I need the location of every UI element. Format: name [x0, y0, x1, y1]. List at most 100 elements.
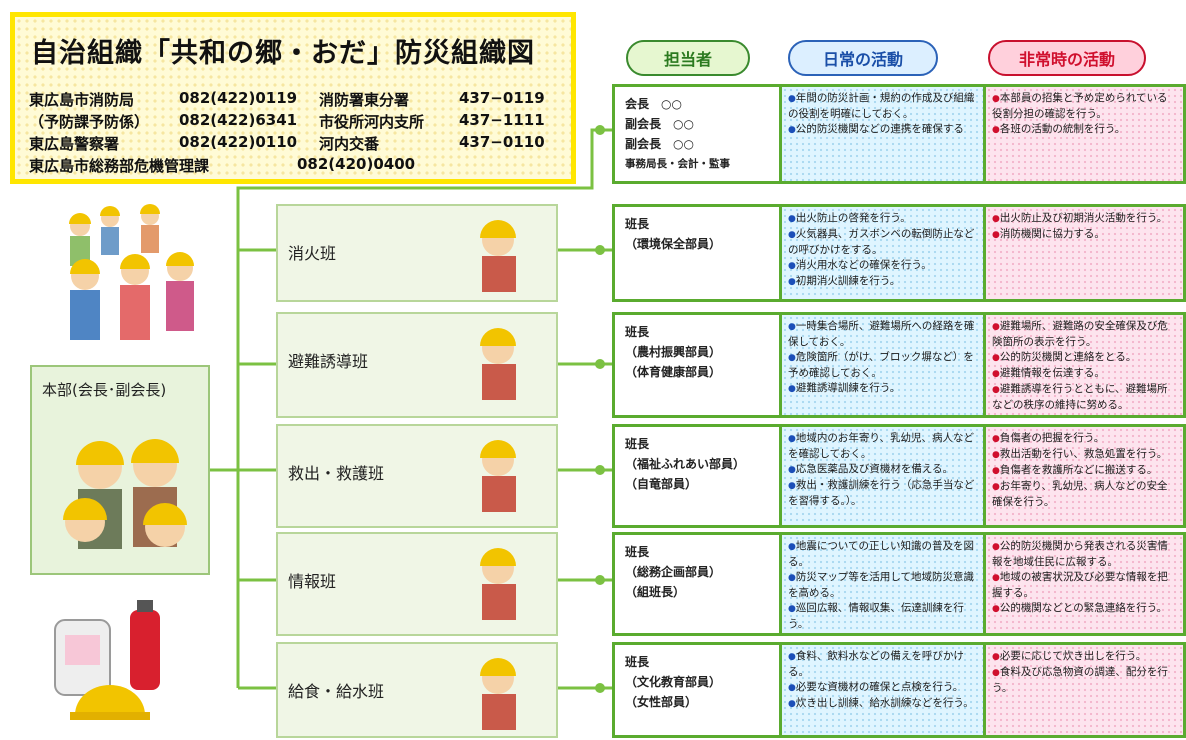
activity-text: 地域の被害状況及び必要な情報を把握する。 — [992, 571, 1168, 599]
activity-item: ●地域内のお年寄り、乳幼児、病人などを確認しておく。 — [788, 431, 977, 462]
header-person: 担当者 — [626, 40, 750, 76]
person-entry: （女性部員） — [625, 695, 698, 709]
person-entry: 班長 — [625, 545, 650, 559]
activity-item: ●消火用水などの確保を行う。 — [788, 258, 977, 274]
activity-text: 公的防災機関などの連携を確保する — [795, 123, 964, 135]
activity-text: 救出・救護訓練を行う（応急手当などを習得する。）。 — [788, 479, 975, 507]
person-entry: （文化教育部員） — [625, 675, 722, 689]
activity-item: ●炊き出し訓練、給水訓練などを行う。 — [788, 696, 977, 712]
bullet-icon: ● — [992, 385, 1000, 395]
activity-text: 必要に応じて炊き出しを行う。 — [999, 650, 1147, 662]
team-daily-cell: ●一時集合場所、避難場所への経路を確保しておく。●危険箇所（がけ、ブロック塀など… — [782, 312, 986, 418]
team-person-cell: 班長（農村振興部員）（体育健康部員） — [612, 312, 782, 418]
team-emergency-cell: ●避難場所、避難路の安全確保及び危険箇所の表示を行う。●公的防災機関と連絡をとる… — [986, 312, 1186, 418]
bullet-icon: ● — [788, 94, 796, 104]
activity-text: 負傷者を救護所などに搬送する。 — [999, 464, 1158, 476]
contact-phone: 082(422)0119 — [179, 89, 298, 107]
person-entry: （福祉ふれあい部員） — [625, 457, 746, 471]
activity-text: 火気器具、ガスボンベの転倒防止などの呼びかけをする。 — [788, 228, 975, 256]
equipment-illustration — [54, 600, 160, 720]
activity-item: ●出火防止の啓発を行う。 — [788, 211, 977, 227]
bullet-icon: ● — [788, 652, 796, 662]
title-panel: 自治組織「共和の郷・おだ」防災組織図 東広島市消防局 082(422)0119 … — [10, 12, 576, 184]
bullet-icon: ● — [992, 482, 1000, 492]
team-box: 消火班 — [276, 204, 558, 302]
bullet-icon: ● — [992, 214, 1000, 224]
activity-item: ●各班の活動の統制を行う。 — [992, 122, 1177, 138]
activity-text: 食料、飲料水などの備えを呼びかける。 — [788, 650, 964, 678]
activity-text: 救出活動を行い、救急処置を行う。 — [999, 448, 1168, 460]
activity-item: ●公的防災機関と連絡をとる。 — [992, 350, 1177, 366]
bullet-icon: ● — [992, 668, 1000, 678]
activity-text: 避難場所、避難路の安全確保及び危険箇所の表示を行う。 — [992, 320, 1168, 348]
activity-item: ●年間の防災計画・規約の作成及び組織の役割を明確にしておく。 — [788, 91, 977, 122]
activity-item: ●初期消火訓練を行う。 — [788, 274, 977, 290]
activity-item: ●公的防災機関などの連携を確保する — [788, 122, 977, 138]
team-person-cell: 班長（環境保全部員） — [612, 204, 782, 302]
activity-item: ●食料、飲料水などの備えを呼びかける。 — [788, 649, 977, 680]
bullet-icon: ● — [788, 125, 796, 135]
activity-text: 避難誘導を行うとともに、避難場所などの秩序の維持に努める。 — [992, 383, 1168, 411]
team-person-cell: 班長（文化教育部員）（女性部員） — [612, 642, 782, 738]
activity-text: 一時集合場所、避難場所への経路を確保しておく。 — [788, 320, 975, 348]
activity-item: ●負傷者の把握を行う。 — [992, 431, 1177, 447]
activity-item: ●一時集合場所、避難場所への経路を確保しておく。 — [788, 319, 977, 350]
activity-text: 炊き出し訓練、給水訓練などを行う。 — [795, 697, 974, 709]
team-daily-cell: ●地域内のお年寄り、乳幼児、病人などを確認しておく。●応急医薬品及び資機材を備え… — [782, 424, 986, 528]
team-illustration — [480, 328, 516, 400]
bullet-icon: ● — [992, 125, 1000, 135]
activity-text: 食料及び応急物資の調達、配分を行う。 — [992, 666, 1168, 694]
activity-text: 応急医薬品及び資機材を備える。 — [795, 463, 954, 475]
activity-item: ●救出・救護訓練を行う（応急手当などを習得する。）。 — [788, 478, 977, 509]
contact-phone: 082(420)0400 — [297, 155, 416, 173]
contact-name: 東広島警察署 — [29, 135, 120, 153]
team-name: 情報班 — [288, 572, 337, 591]
team-illustration — [480, 220, 516, 292]
bullet-icon: ● — [788, 481, 796, 491]
activity-text: 避難誘導訓練を行う。 — [795, 382, 901, 394]
contact-name: 消防署東分署 — [319, 91, 410, 109]
team-emergency-cell: ●必要に応じて炊き出しを行う。●食料及び応急物資の調達、配分を行う。 — [986, 642, 1186, 738]
bullet-icon: ● — [788, 604, 796, 614]
activity-item: ●負傷者を救護所などに搬送する。 — [992, 463, 1177, 479]
bullet-icon: ● — [992, 573, 1000, 583]
activity-text: 各班の活動の統制を行う。 — [999, 123, 1126, 135]
activity-item: ●公的防災機関から発表される災害情報を地域住民に広報する。 — [992, 539, 1177, 570]
contact-name: 東広島市消防局 — [29, 91, 135, 109]
team-emergency-cell: ●負傷者の把握を行う。●救出活動を行い、救急処置を行う。●負傷者を救護所などに搬… — [986, 424, 1186, 528]
team-box: 避難誘導班 — [276, 312, 558, 418]
activity-text: 巡回広報、情報収集、伝達訓練を行う。 — [788, 602, 964, 630]
team-name: 消火班 — [288, 244, 337, 263]
executives-daily-cell: ●年間の防災計画・規約の作成及び組織の役割を明確にしておく。 ●公的防災機関など… — [782, 84, 986, 184]
activity-item: ●お年寄り、乳幼児、病人などの安全確保を行う。 — [992, 479, 1177, 510]
bullet-icon: ● — [992, 322, 1000, 332]
bullet-icon: ● — [788, 230, 796, 240]
activity-item: ●本部員の招集と予め定められている役割分担の確認を行う。 — [992, 91, 1177, 122]
bullet-icon: ● — [992, 369, 1000, 379]
team-name: 避難誘導班 — [288, 352, 369, 371]
activity-text: 初期消火訓練を行う。 — [795, 275, 901, 287]
bullet-icon: ● — [788, 699, 796, 709]
activity-text: 公的防災機関から発表される災害情報を地域住民に広報する。 — [992, 540, 1168, 568]
team-box: 給食・給水班 — [276, 642, 558, 738]
activity-text: 消火用水などの確保を行う。 — [795, 259, 932, 271]
bullet-icon: ● — [788, 277, 796, 287]
activity-item: ●避難誘導訓練を行う。 — [788, 381, 977, 397]
bullet-icon: ● — [992, 353, 1000, 363]
activity-item: ●応急医薬品及び資機材を備える。 — [788, 462, 977, 478]
activity-item: ●出火防止及び初期消火活動を行う。 — [992, 211, 1177, 227]
bullet-icon: ● — [788, 434, 796, 444]
contact-phone: 082(422)6341 — [179, 111, 298, 129]
activity-text: 本部員の招集と予め定められている役割分担の確認を行う。 — [992, 92, 1168, 120]
person-entry: 班長 — [625, 217, 650, 231]
activity-text: 公的防災機関と連絡をとる。 — [999, 351, 1137, 363]
person-entry: 事務局長・会計・監事 — [625, 158, 730, 170]
headquarters-label: 本部(会長･副会長) — [42, 381, 167, 399]
bullet-icon: ● — [992, 542, 1000, 552]
person-entry: （体育健康部員） — [625, 365, 722, 379]
bullet-icon: ● — [992, 434, 1000, 444]
activity-item: ●救出活動を行い、救急処置を行う。 — [992, 447, 1177, 463]
bullet-icon: ● — [788, 683, 796, 693]
activity-item: ●火気器具、ガスボンベの転倒防止などの呼びかけをする。 — [788, 227, 977, 258]
